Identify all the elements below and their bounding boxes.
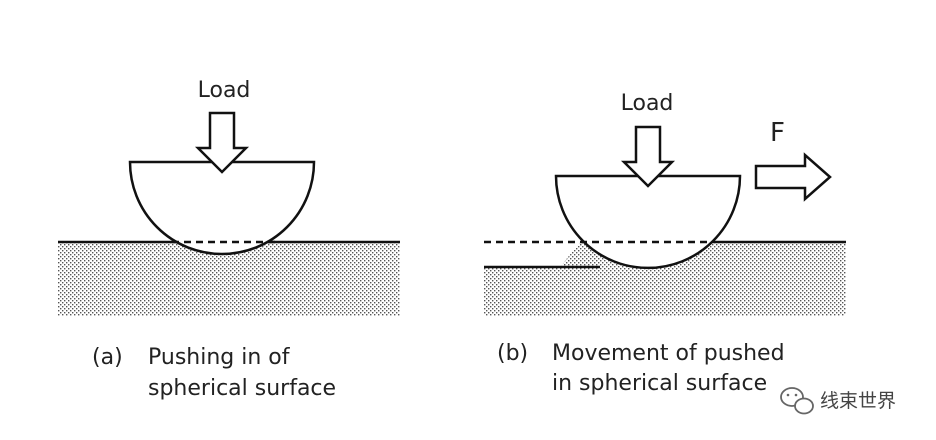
panel-b-caption-line2: in spherical surface [552,371,767,396]
panel-b: Load F (b) Movement of pushed in spheric… [484,91,846,396]
wechat-icon [780,387,814,415]
panel-b-force-label: F [770,118,785,148]
watermark: 线束世界 [780,387,896,415]
watermark-text: 线束世界 [820,390,896,412]
panel-b-load-arrow [620,125,676,188]
panel-b-caption-tag: (b) [497,341,528,366]
panel-a-load-label: Load [198,78,251,103]
panel-a-caption-line1: Pushing in of [148,345,291,370]
panel-b-hemisphere [554,174,742,270]
panel-a-caption-tag: (a) [92,345,123,370]
panel-a-load-arrow [194,111,250,174]
panel-a-caption-line2: spherical surface [148,376,336,401]
panel-b-caption-line1: Movement of pushed [552,341,785,366]
panel-b-force-arrow [754,152,832,202]
panel-a-hemisphere [128,160,316,256]
panel-b-load-label: Load [621,91,674,116]
panel-a: Load (a) Pushing in of spherical surface [58,78,400,401]
panel-b-material-block [484,240,846,316]
